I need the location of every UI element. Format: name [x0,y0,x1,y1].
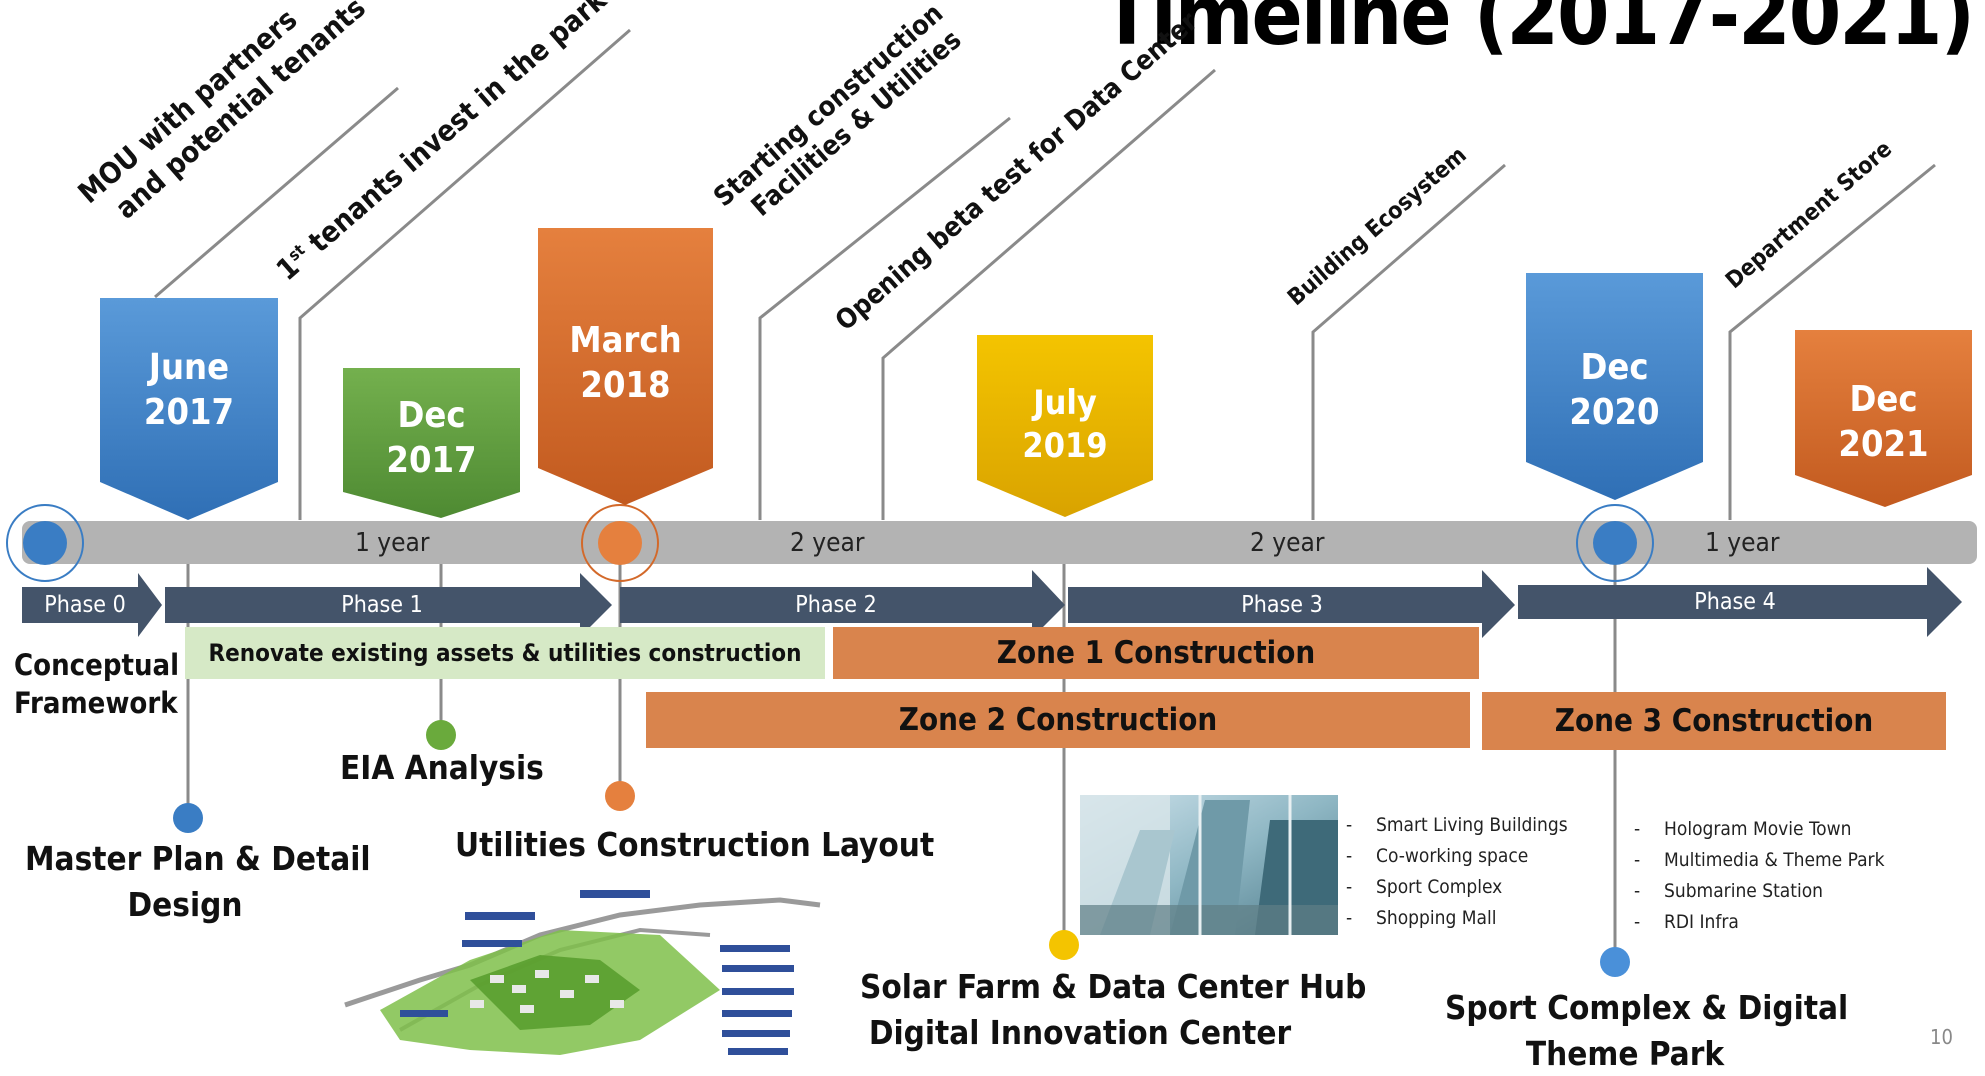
band-zone2: Zone 2 Construction [646,692,1470,748]
milestone-year: 2019 [1022,425,1108,466]
outcome-dot-eia [426,720,456,750]
outcome-sport-line1: Sport Complex & Digital [1445,988,1849,1027]
timeline-dot-ring-dec2020 [1576,504,1654,582]
timeline-dot-ring-june2017 [6,504,84,582]
milestone-month: June [148,347,230,388]
conceptual-line1: Conceptual [14,648,180,682]
milestone-flag-dec2020 [1526,273,1703,500]
leader-line-tenants [298,28,631,520]
list-item: Sport Complex [1346,872,1568,903]
list-item: Hologram Movie Town [1634,814,1884,845]
milestone-year: 2018 [580,365,671,406]
milestone-month: March [569,320,682,361]
phase-arrows [22,567,1962,638]
outcome-sport-line2: Theme Park [1525,1033,1725,1073]
milestone-flag-march2018 [538,228,713,505]
milestone-year: 2021 [1838,424,1929,465]
page-title: Timeline (2017-2021) [1101,0,1975,64]
page-number: 10 [1930,1025,1953,1049]
milestone-month: Dec [1580,347,1649,388]
leader-line-construction [758,116,1011,520]
milestone-label-dec2021: Dec 2021 [1795,377,1972,467]
list-item: Submarine Station [1634,876,1884,907]
milestone-month: Dec [397,395,466,436]
outcome-dot-utilities [605,781,635,811]
leader-line-ecosystem [1311,163,1506,520]
list-item: Multimedia & Theme Park [1634,845,1884,876]
phase-label-4: Phase 4 [1694,589,1776,615]
outcome-solar-farm: Solar Farm & Data Center Hub Digital Inn… [860,964,1367,1055]
phase-arrow-0 [22,573,162,637]
outcome-eia: EIA Analysis [340,748,544,787]
outcome-dot-solar [1049,930,1079,960]
timeline-dot-ring-march2018 [581,504,659,582]
interval-label: 1 year [1705,528,1780,558]
zone3-feature-list: Hologram Movie Town Multimedia & Theme P… [1634,814,1884,938]
list-item: RDI Infra [1634,907,1884,938]
leader-line-department [1728,163,1936,520]
milestone-label-july2019: July 2019 [977,382,1153,467]
timeline-dot-dec2020 [1593,521,1637,565]
milestone-label-dec2020: Dec 2020 [1526,345,1703,435]
phase-arrow-1 [165,573,612,637]
leader-line-mou [154,86,399,299]
milestone-month: July [1033,383,1097,423]
outcome-solar-line1: Solar Farm & Data Center Hub [860,967,1367,1006]
timeline-dot-march2018 [598,521,642,565]
outcome-master-line1: Master Plan & Detail [25,839,371,878]
milestone-flag-dec2021 [1795,330,1972,507]
milestone-month: Dec [1849,379,1918,420]
phase-arrow-3 [1068,570,1515,638]
milestone-label-june2017: June 2017 [100,345,278,435]
list-item: Co-working space [1346,841,1568,872]
milestone-year: 2017 [143,392,235,433]
list-item: Shopping Mall [1346,903,1568,934]
outcome-sport-complex: Sport Complex & Digital Theme Park [1445,985,1849,1076]
timeline-bar [22,521,1977,564]
outcome-dot-master [173,803,203,833]
phase-label-3: Phase 3 [1241,592,1323,618]
outcome-master-line2: Design [127,884,243,924]
list-item: Smart Living Buildings [1346,810,1568,841]
phase-arrow-4 [1518,567,1962,637]
conceptual-line2: Framework [14,686,178,720]
milestone-flag-june2017 [100,298,278,520]
timeline-dot-june2017 [23,521,67,565]
site-layout-map-image [337,880,827,1062]
phase-arrow-2 [620,570,1065,638]
leader-lines [154,28,1936,520]
interval-label: 2 year [790,528,865,558]
milestone-year: 2020 [1569,392,1660,433]
band-zone1: Zone 1 Construction [833,627,1479,679]
interval-label: 2 year [1250,528,1325,558]
band-zone3: Zone 3 Construction [1482,692,1946,750]
interval-label: 1 year [355,528,430,558]
outcome-solar-line2: Digital Innovation Center [868,1012,1292,1052]
milestone-label-dec2017: Dec 2017 [343,393,520,483]
milestone-year: 2017 [386,440,477,481]
smart-city-rendering-image [1080,795,1338,935]
phase-label-0: Phase 0 [44,592,126,618]
phase-label-1: Phase 1 [341,592,423,618]
milestone-flag-dec2017 [343,368,520,518]
leader-line-beta [881,68,1216,520]
milestone-flag-july2019 [977,335,1153,517]
outcome-dot-sport [1600,947,1630,977]
conceptual-framework-label: Conceptual Framework [14,646,179,722]
outcome-utilities-layout: Utilities Construction Layout [455,825,935,864]
band-renovate: Renovate existing assets & utilities con… [185,627,825,679]
outcome-master-plan: Master Plan & Detail Design [25,836,371,927]
milestone-label-march2018: March 2018 [538,318,713,408]
zone2-feature-list: Smart Living Buildings Co-working space … [1346,810,1568,934]
phase-label-2: Phase 2 [795,592,877,618]
